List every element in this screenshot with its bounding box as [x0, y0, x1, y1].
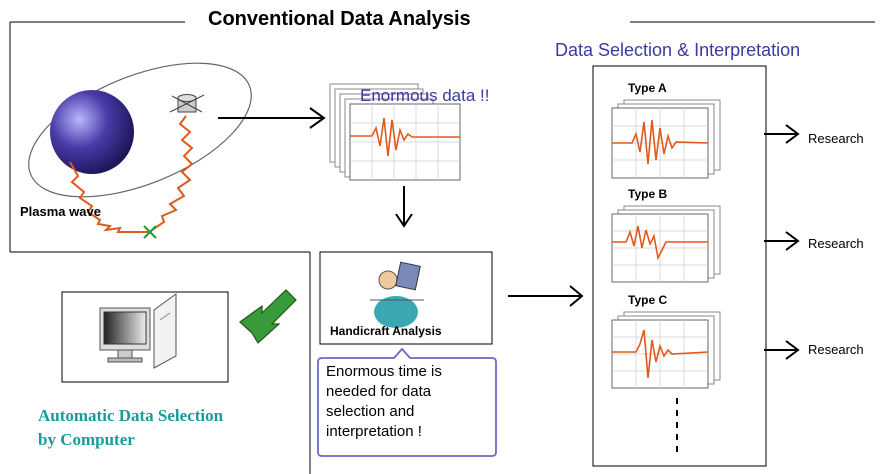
analyst-icon — [370, 261, 424, 328]
callout-bubble — [317, 347, 497, 457]
enormous-data-label: Enormous data !! — [360, 86, 490, 105]
type-c-plot — [611, 311, 721, 389]
planet-sphere — [50, 90, 134, 174]
page-title: Conventional Data Analysis — [202, 8, 477, 31]
callout-text: Enormous time is needed for data selecti… — [326, 363, 442, 440]
plasma-wave-label: Plasma wave — [20, 204, 101, 219]
type-b-plot — [611, 205, 721, 283]
top-frame — [9, 21, 875, 253]
research-label: Research — [808, 342, 864, 357]
handicraft-box — [319, 251, 493, 345]
arrow-down — [395, 186, 413, 228]
type-a-label: Type A — [628, 81, 667, 95]
arrow-to-selection — [508, 285, 584, 307]
plasma-wave-path — [151, 115, 194, 231]
research-arrow — [764, 124, 800, 144]
data-stack — [329, 83, 461, 181]
cross-marker-icon — [143, 225, 157, 239]
research-label: Research — [808, 131, 864, 146]
automatic-label-line1: Automatic Data Selection — [38, 406, 224, 425]
plasma-wave-path — [69, 161, 148, 233]
waveform-line — [350, 117, 460, 157]
computer-box — [61, 291, 229, 383]
satellite-icon — [169, 94, 205, 113]
research-label: Research — [808, 236, 864, 251]
computer-icon — [99, 293, 177, 369]
planet-orbit-illustration — [28, 62, 252, 239]
type-b-label: Type B — [628, 187, 668, 201]
orbit-ellipse — [28, 62, 252, 198]
type-c-label: Type C — [628, 293, 668, 307]
green-arrow-icon — [239, 289, 297, 344]
handicraft-label: Handicraft Analysis — [330, 324, 442, 338]
arrow-to-data — [218, 107, 326, 129]
research-arrow — [764, 231, 800, 251]
selection-panel-title: Data Selection & Interpretation — [555, 40, 801, 60]
automatic-label-line2: by Computer — [38, 430, 135, 449]
type-a-plot — [611, 99, 721, 179]
research-arrow — [764, 340, 800, 360]
